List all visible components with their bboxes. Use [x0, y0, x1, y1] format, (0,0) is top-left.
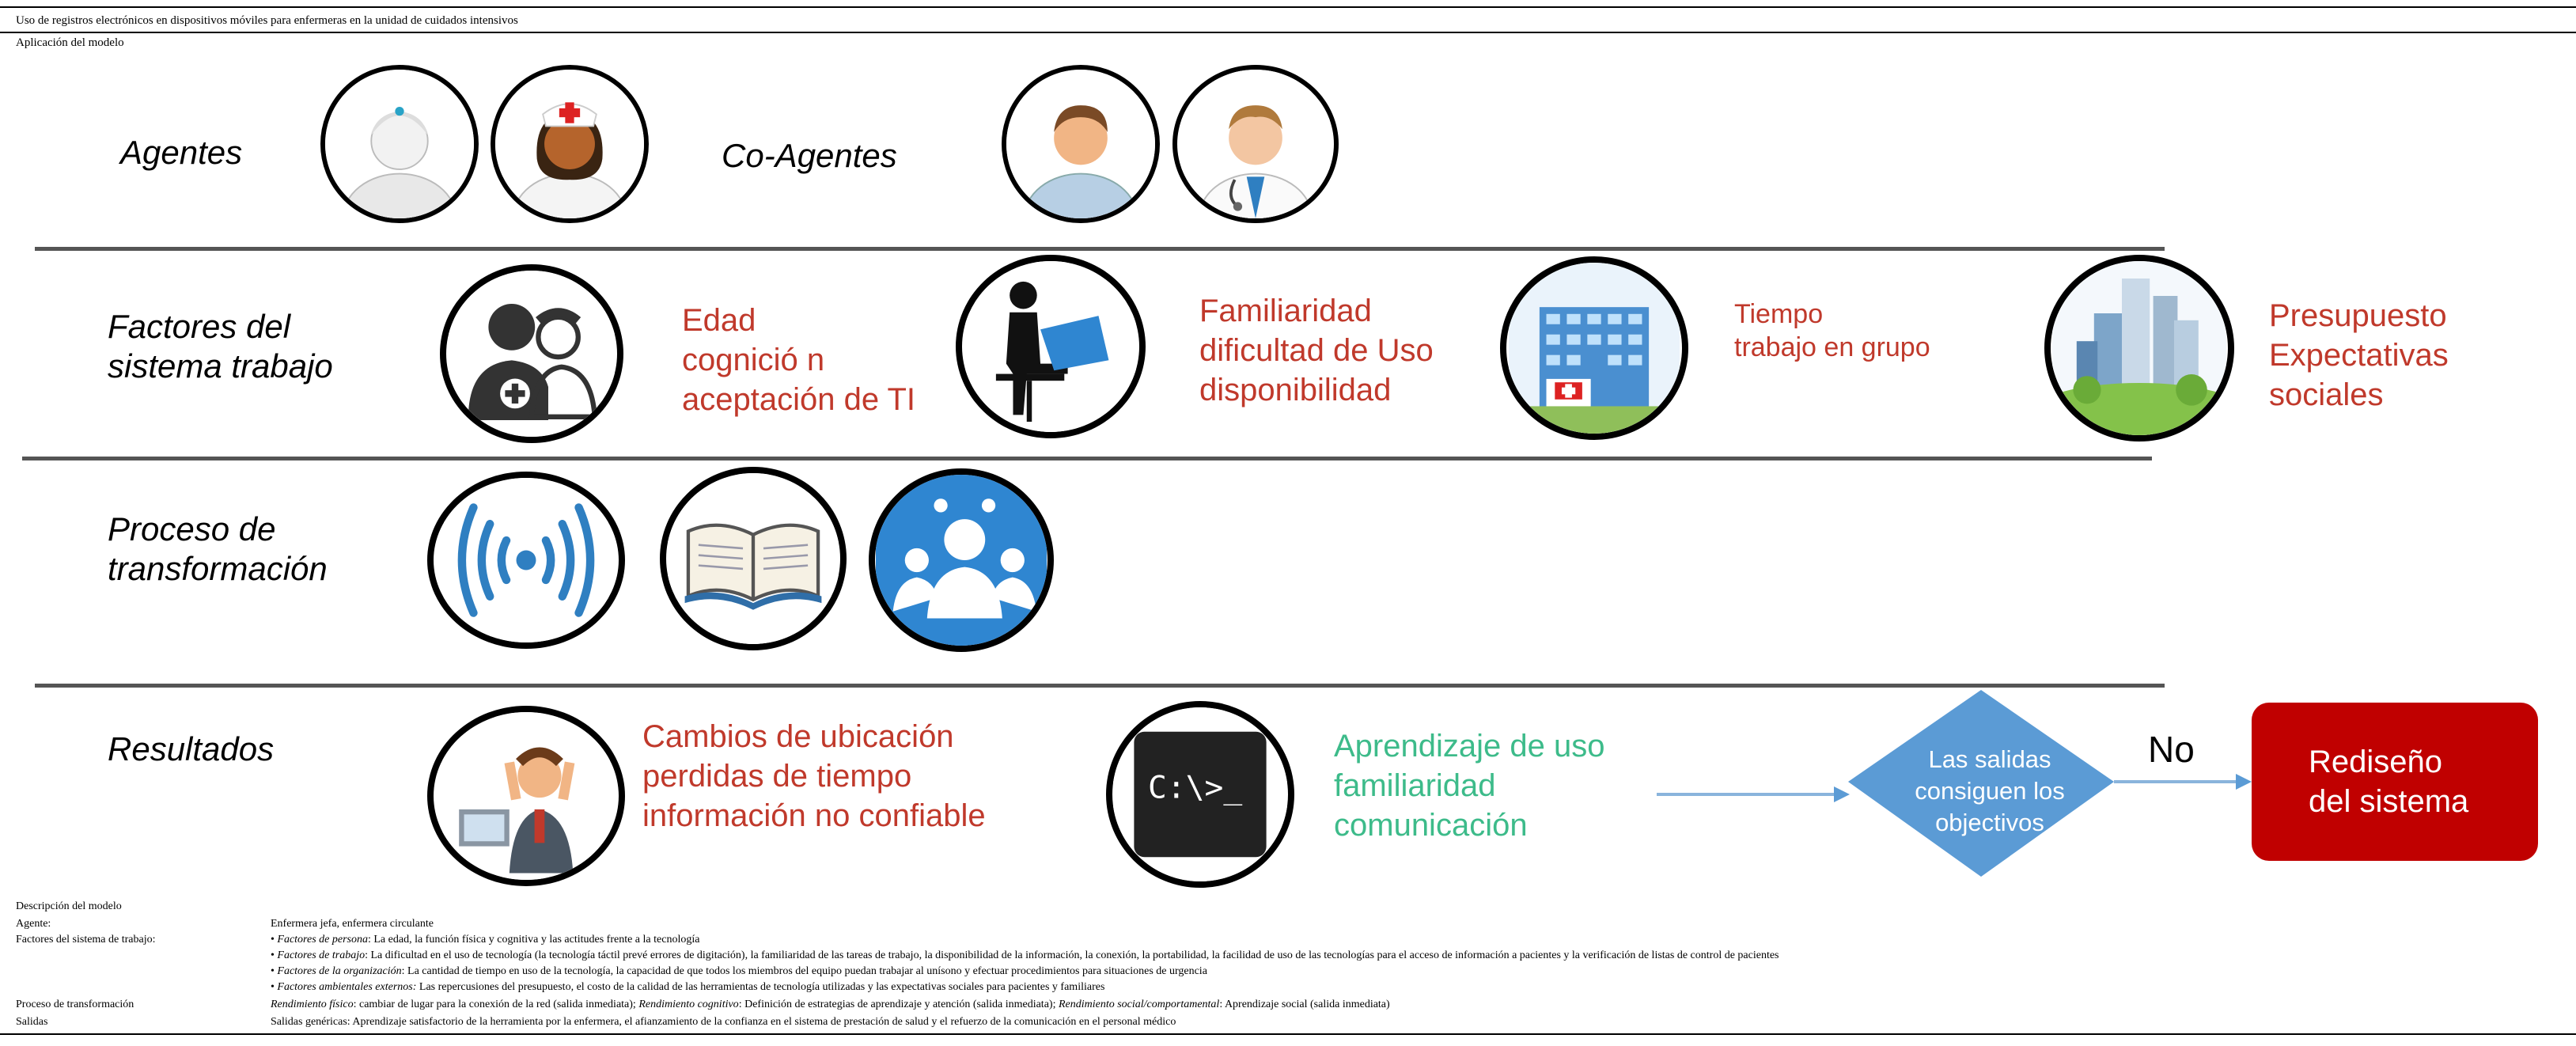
result-positive-text: Aprendizaje de uso familiaridad comunica… — [1334, 729, 1605, 843]
agente-label: Agente: — [16, 918, 51, 930]
bullet-ambientales: • Factores ambientales externos: Las rep… — [271, 981, 1105, 993]
figure-subcaption: Aplicación del modelo — [16, 36, 124, 49]
nurse-icon — [320, 65, 479, 223]
redesign-box: Rediseño del sistema — [2252, 703, 2538, 861]
doctor-icon — [1172, 65, 1339, 223]
decision-text: Las salidas consiguen los objectivos — [1915, 745, 2065, 836]
row-label-resultados: Resultados — [108, 730, 275, 767]
row-label-coagentes: Co-Agentes — [722, 137, 897, 174]
factor-trabajo-text: Familiaridad dificultad de Uso disponibi… — [1199, 294, 1434, 407]
nurse-dark-icon — [491, 65, 649, 223]
person-group-icon — [440, 264, 623, 443]
salidas-text: Salidas genéricas: Aprendizaje satisfact… — [271, 1016, 1176, 1028]
description-title: Descripción del modelo — [16, 900, 122, 912]
agente-text: Enfermera jefa, enfermera circulante — [271, 918, 434, 930]
factor-persona-text: Edad cognició n aceptación de TI — [682, 303, 916, 417]
proceso-label: Proceso de transformación — [16, 999, 134, 1010]
patient-icon — [1002, 65, 1160, 223]
divider-3 — [35, 684, 2165, 688]
salidas-label: Salidas — [16, 1016, 48, 1028]
row-label-factores: Factores del sistema trabajo — [108, 308, 333, 385]
factores-label: Factores del sistema de trabajo: — [16, 934, 156, 946]
redesign-text: Rediseño del sistema — [2309, 745, 2469, 819]
wireless-signal-icon — [427, 472, 625, 649]
bullet-trabajo: • Factores de trabajo: La dificultad en … — [271, 949, 1779, 961]
divider-2 — [22, 457, 2152, 460]
divider-1 — [35, 247, 2165, 251]
top-rule — [0, 6, 2576, 8]
decision-diamond — [1848, 690, 2114, 877]
stressed-worker-icon — [427, 706, 625, 886]
bullet-persona: • Factores de persona: La edad, la funci… — [271, 934, 700, 946]
svg-text:C:\>_: C:\>_ — [1148, 769, 1242, 805]
bottom-rule — [0, 1033, 2576, 1035]
figure-caption: Uso de registros electrónicos en disposi… — [16, 14, 518, 27]
row-label-proceso: Proceso de transformación — [108, 510, 328, 587]
team-network-icon — [869, 468, 1054, 652]
hospital-icon — [1500, 256, 1688, 440]
no-label: No — [2148, 729, 2195, 770]
row-label-agentes: Agentes — [120, 134, 243, 171]
open-book-icon — [660, 467, 847, 650]
laptop-user-icon — [956, 255, 1146, 438]
result-negative-text: Cambios de ubicación perdidas de tiempo … — [642, 719, 986, 833]
bullet-organizacion: • Factores de la organización: La cantid… — [271, 965, 1207, 977]
proceso-text: Rendimiento físico: cambiar de lugar par… — [271, 999, 1390, 1010]
command-prompt-icon: C:\>_ — [1106, 701, 1294, 888]
caption-rule — [0, 32, 2576, 33]
factor-organizacion-text: Tiempo trabajo en grupo — [1734, 299, 1930, 362]
city-buildings-icon — [2044, 255, 2234, 442]
factor-ambientales-text: Presupuesto Expectativas sociales — [2269, 298, 2449, 412]
